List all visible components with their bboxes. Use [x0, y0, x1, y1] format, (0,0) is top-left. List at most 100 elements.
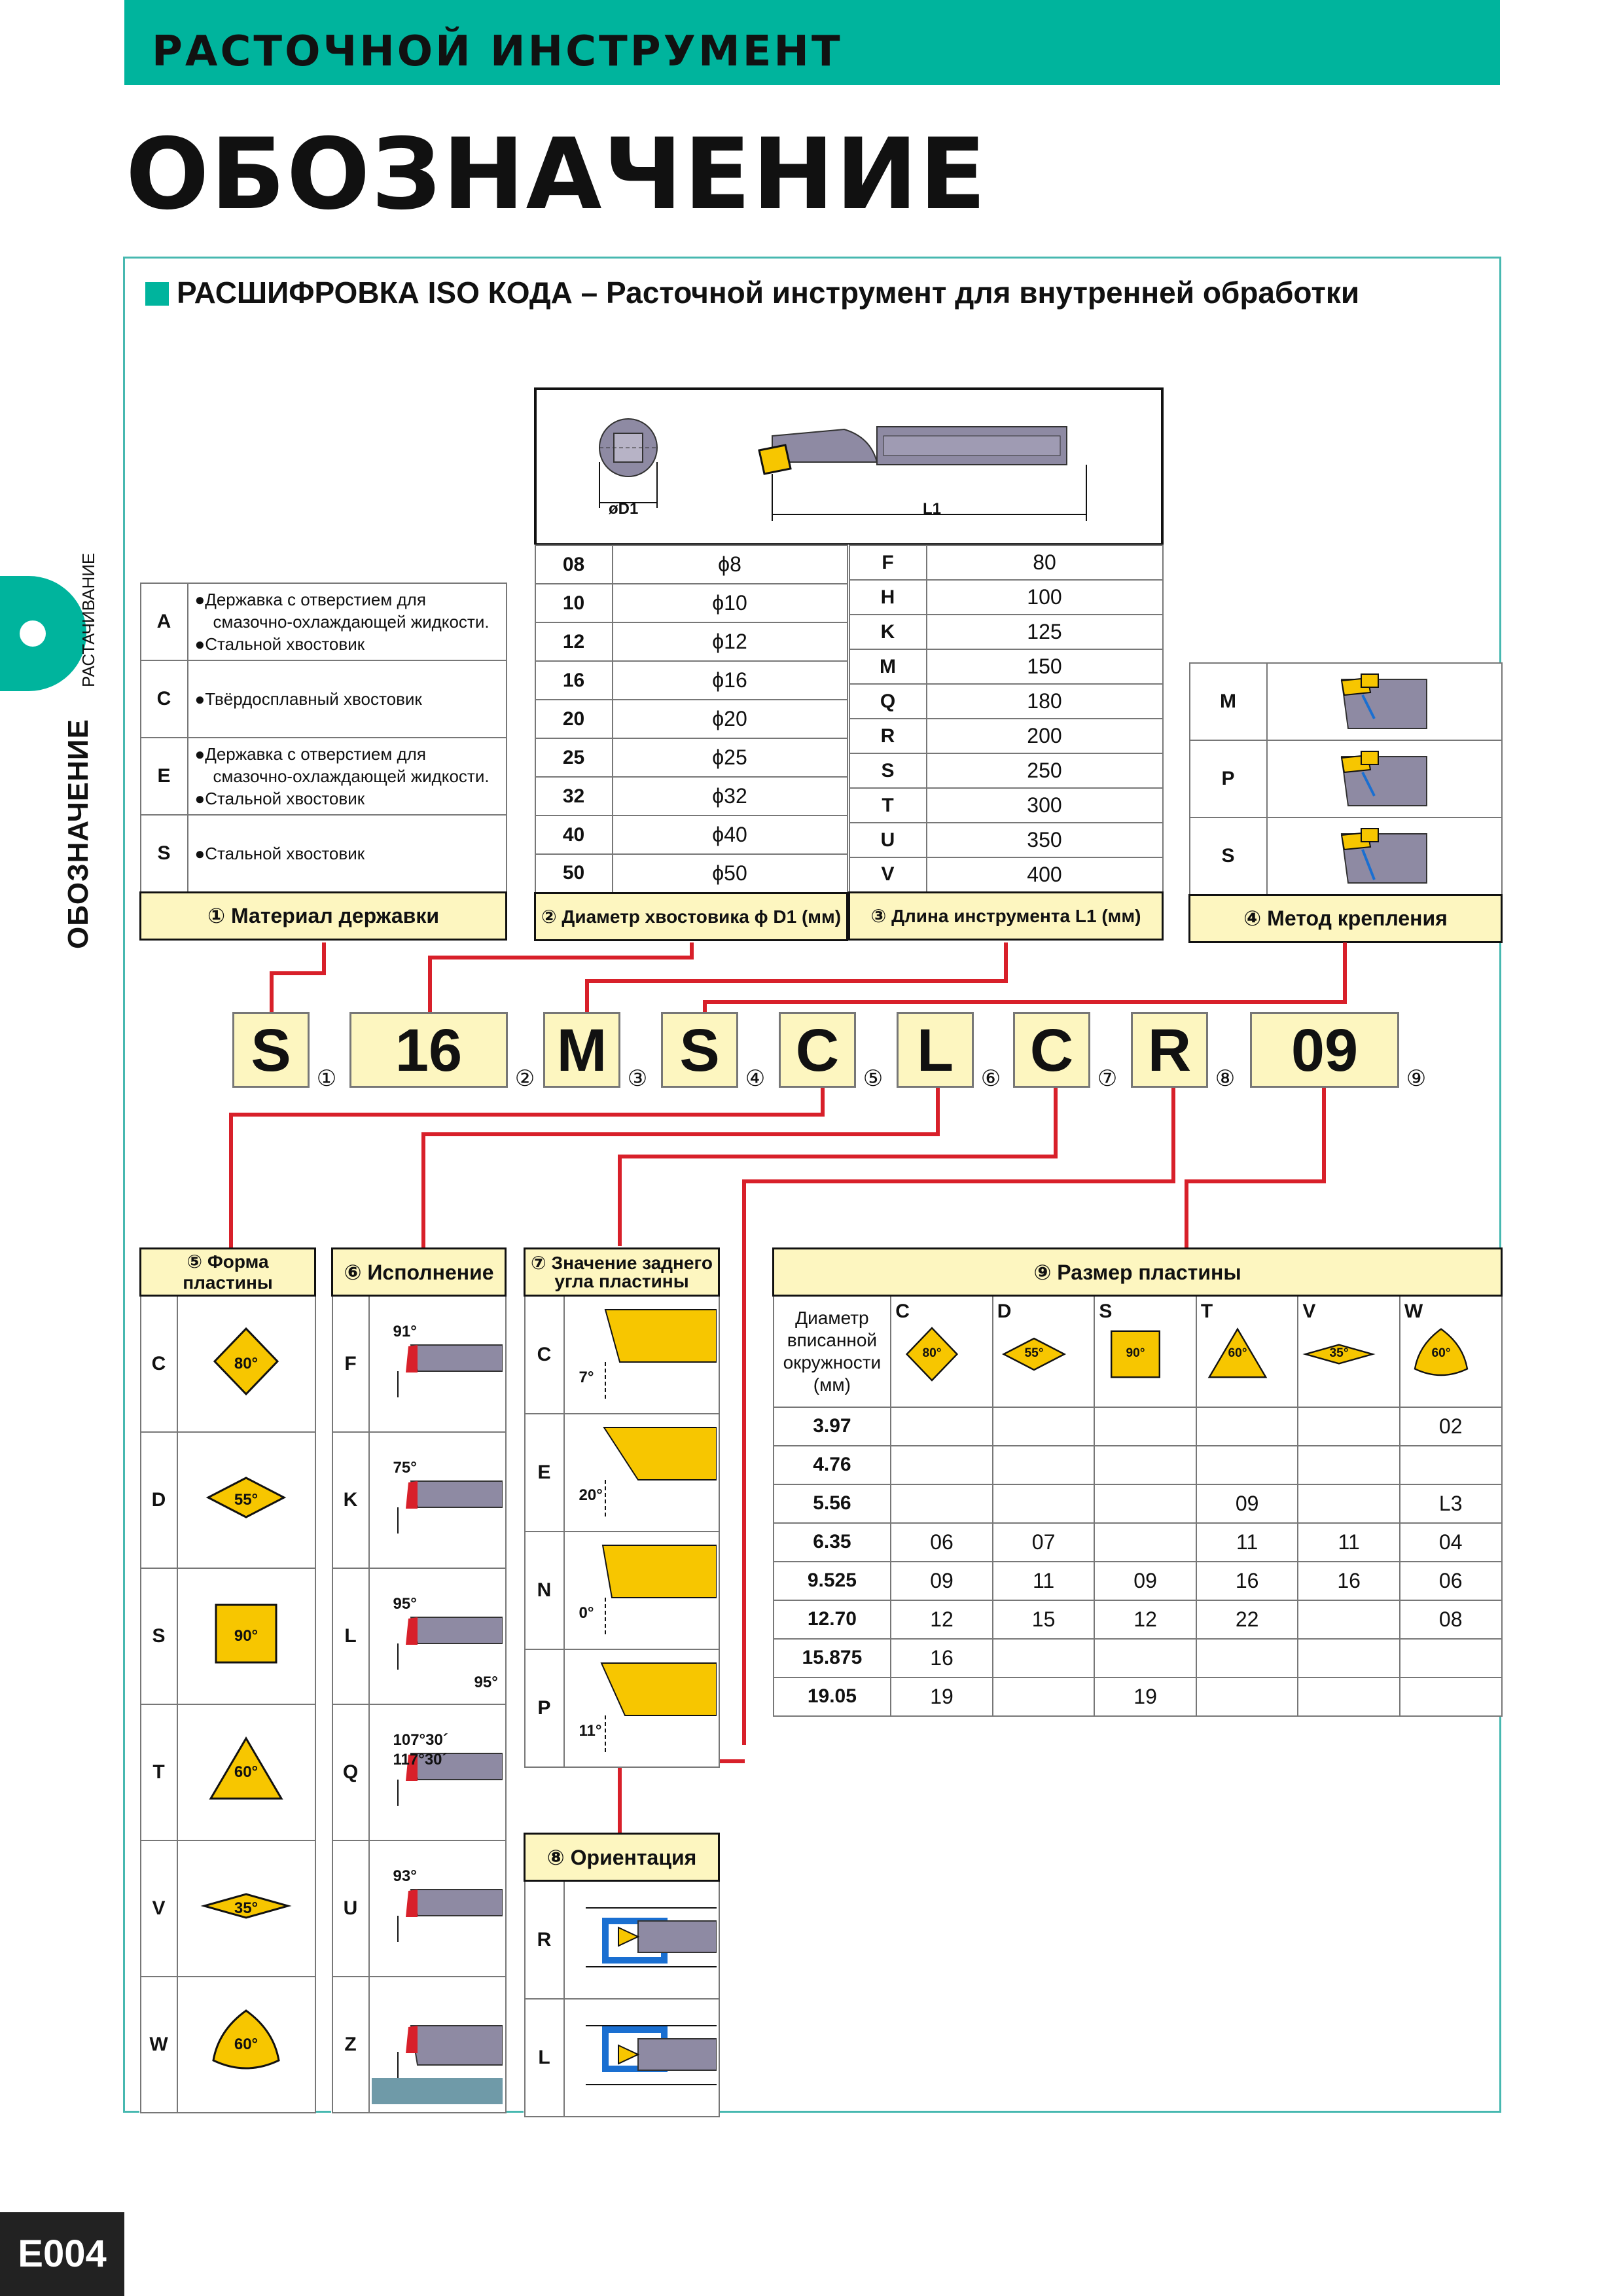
style-angle: 95°: [474, 1673, 498, 1691]
clamping-illustration: [1266, 662, 1503, 741]
size-column-header: T 60°: [1195, 1295, 1299, 1408]
table-row: Q 107°30´117°30´: [331, 1703, 507, 1841]
table-row: E 20°: [524, 1413, 720, 1532]
iso-code-box: 16: [349, 1012, 508, 1088]
table-row: P 11°: [524, 1649, 720, 1768]
iso-code-box: S: [661, 1012, 738, 1088]
iso-code-box: 09: [1250, 1012, 1399, 1088]
size-column-shape: 55°: [997, 1323, 1071, 1375]
table-row: V 35°: [139, 1839, 316, 1977]
diameter-value: ϕ8: [611, 545, 848, 584]
side-tab-sublabel: РАСТАЧИВАНИЕ: [79, 552, 98, 687]
size-code: [1297, 1676, 1400, 1717]
insert-w-icon: [212, 2009, 280, 2069]
tool-drawing: øD1 L1: [534, 387, 1164, 546]
clearance-angle: 11°: [579, 1722, 602, 1740]
iso-code-box: R: [1131, 1012, 1208, 1088]
material-description: ●Твёрдосплавный хвостовик: [187, 660, 507, 738]
size-code: 06: [890, 1522, 993, 1562]
section-title: РАСШИФРОВКА ISO КОДА – Расточной инструм…: [145, 275, 1359, 310]
side-tab-dot-icon: [20, 620, 46, 647]
size-column-angle: 90°: [1126, 1346, 1145, 1360]
size-header-label-line: Диаметр: [795, 1307, 869, 1328]
material-code: S: [139, 814, 188, 893]
shape-illustration: 55°: [176, 1431, 316, 1569]
diameter-value: ϕ40: [611, 815, 848, 855]
size-code: 12: [1094, 1599, 1197, 1640]
iso-code-box: M: [543, 1012, 620, 1088]
iso-code-position: ⑥: [980, 1066, 1001, 1091]
clearance-illustration: 7°: [563, 1295, 720, 1414]
clamping-code: S: [1188, 817, 1268, 895]
size-code: [1195, 1406, 1299, 1446]
material-description-line: ●Державка с отверстием для: [194, 744, 426, 764]
size-diameter: 6.35: [772, 1522, 892, 1562]
style-illustration: 75°: [368, 1431, 507, 1569]
side-tab-label: ОБОЗНАЧЕНИЕ: [62, 719, 94, 949]
shape-illustration: 60°: [176, 1703, 316, 1841]
length-code: S: [848, 753, 927, 789]
orientation-illustration: [563, 1880, 720, 2000]
size-column-header: D 55°: [991, 1295, 1096, 1408]
style-illustration: 95°95°: [368, 1567, 507, 1705]
diameter-code: 32: [534, 776, 613, 816]
shape-code: V: [139, 1839, 178, 1977]
clamp-m-icon: [1340, 673, 1427, 729]
style-code: K: [331, 1431, 370, 1569]
diameter-code: 40: [534, 815, 613, 855]
style-code: L: [331, 1567, 370, 1705]
size-code: 16: [1195, 1560, 1299, 1601]
size-code: 09: [1094, 1560, 1197, 1601]
clearance-c-icon: [604, 1309, 717, 1401]
size-code: 16: [1297, 1560, 1400, 1601]
size-code: 06: [1399, 1560, 1503, 1601]
length-value: 200: [925, 718, 1164, 754]
style-illustration: 107°30´117°30´: [368, 1703, 507, 1841]
length-value: 80: [925, 545, 1164, 581]
material-description-line: ●Твёрдосплавный хвостовик: [194, 689, 422, 709]
size-code: [991, 1444, 1096, 1485]
diameter-code: 12: [534, 622, 613, 662]
material-description: ●Стальной хвостовик: [187, 814, 507, 893]
size-column-shape: 60°: [1201, 1323, 1274, 1378]
size-code: [890, 1444, 993, 1485]
style-illustration: 93°: [368, 1839, 507, 1977]
shape-angle: 55°: [234, 1490, 259, 1509]
size-code: [991, 1406, 1096, 1446]
diameter-value: ϕ16: [611, 660, 848, 700]
table-row: K 75°: [331, 1431, 507, 1569]
clearance-caption-line-1: ⑦ Значение заднего: [531, 1252, 713, 1273]
insert-c-icon: [213, 1327, 279, 1395]
diameter-value: ϕ25: [611, 738, 848, 778]
size-code: [1399, 1638, 1503, 1678]
size-code: [890, 1406, 993, 1446]
length-label: L1: [923, 500, 942, 518]
size-column-angle: 60°: [1431, 1346, 1451, 1360]
style-code: Q: [331, 1703, 370, 1841]
size-code: 11: [1297, 1522, 1400, 1562]
clamping-code: P: [1188, 740, 1268, 818]
size-diameter: 5.56: [772, 1483, 892, 1524]
length-value: 300: [925, 787, 1164, 823]
length-value: 250: [925, 753, 1164, 789]
clearance-p-icon: [600, 1662, 717, 1755]
clamping-illustration: [1266, 740, 1503, 818]
size-code: [1297, 1406, 1400, 1446]
diameter-code: 20: [534, 699, 613, 739]
clearance-caption-line-2: угла пластины: [554, 1270, 689, 1291]
page-title: ОБОЗНАЧЕНИЕ: [126, 118, 988, 232]
diameter-value: ϕ10: [611, 583, 848, 623]
length-code: H: [848, 579, 927, 615]
